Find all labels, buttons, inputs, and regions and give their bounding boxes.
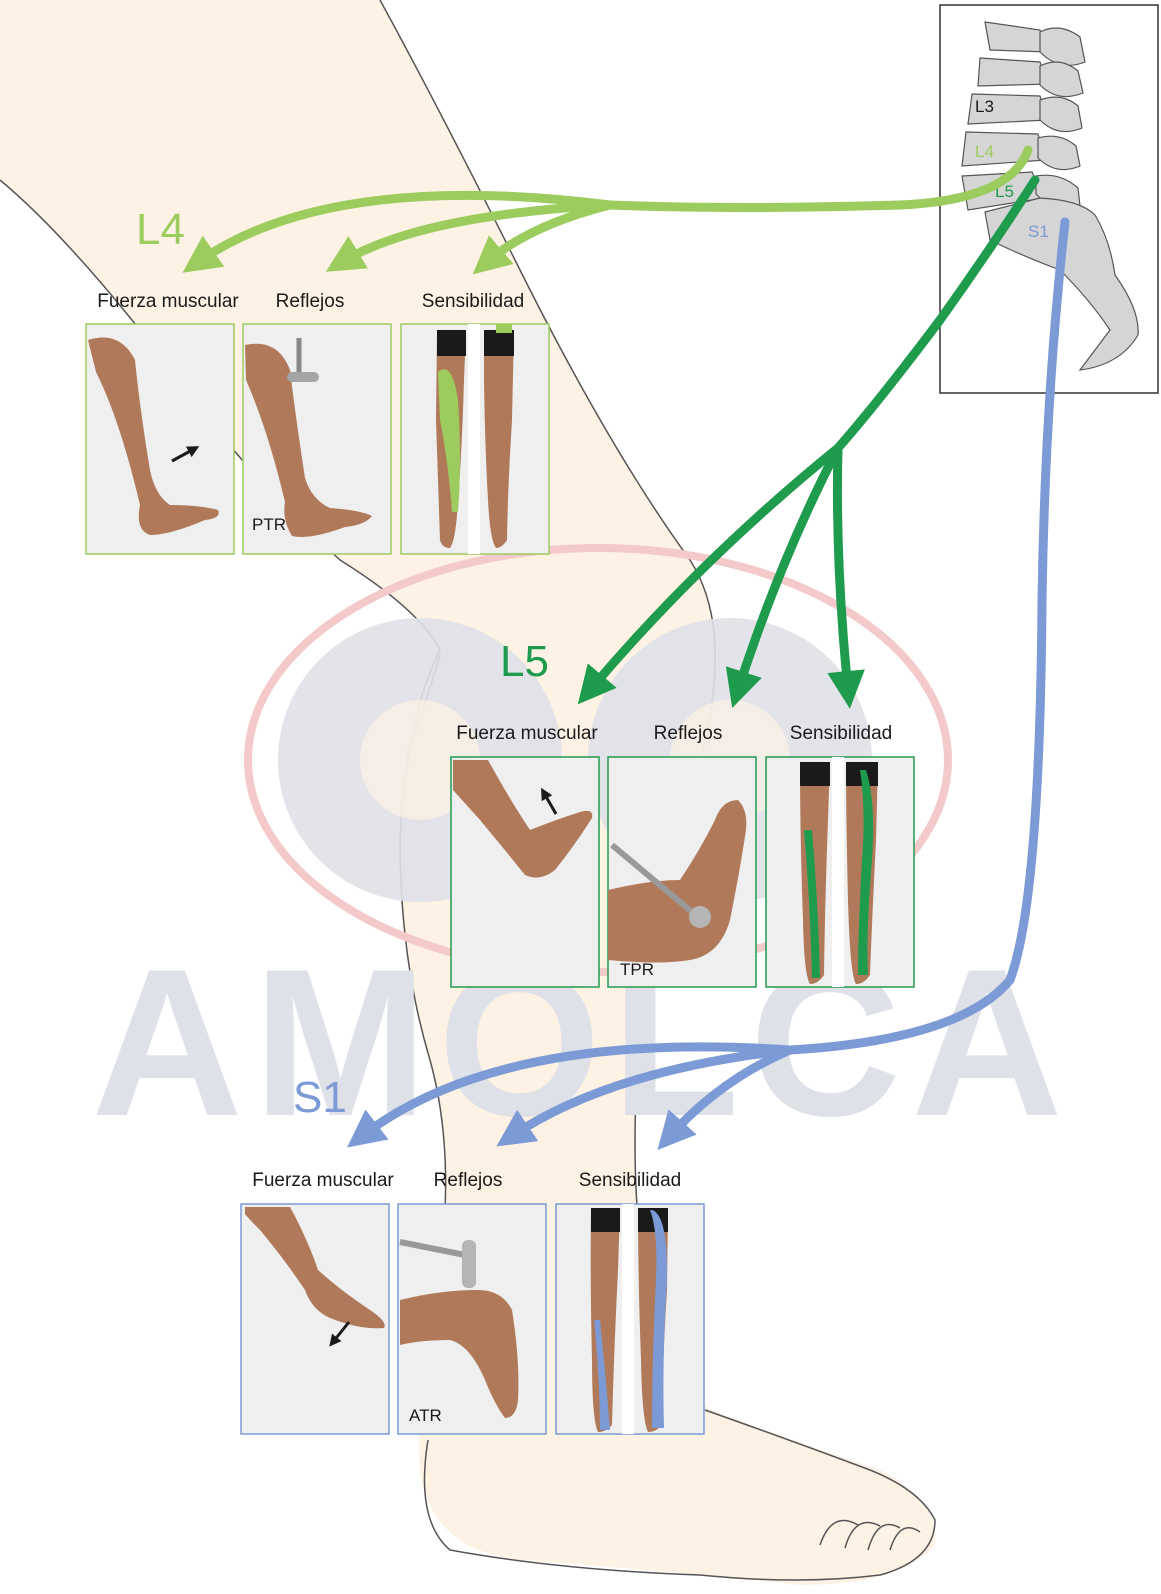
spine-label-s1: S1: [1028, 222, 1049, 241]
spine-label-l3: L3: [975, 97, 994, 116]
s1-sens-underwear-left: [591, 1208, 620, 1232]
l4-fuerza-panel: [86, 324, 234, 554]
l4-sensibilidad-label: Sensibilidad: [422, 291, 524, 312]
l4-reflex-code: PTR: [252, 515, 286, 534]
s1-sens-divider: [622, 1204, 634, 1434]
l4-sensibilidad-panel: [401, 324, 549, 554]
s1-sensibilidad-panel: [556, 1204, 704, 1434]
s1-reflex-code: ATR: [409, 1406, 442, 1425]
l4-sens-underwear-left: [437, 330, 466, 356]
l5-title: L5: [500, 637, 549, 686]
s1-reflejos-panel: ATR: [398, 1204, 546, 1434]
l5-arrow-sensibilidad: [837, 448, 848, 690]
s1-sensibilidad-label: Sensibilidad: [579, 1170, 681, 1191]
l5-fuerza-label: Fuerza muscular: [456, 723, 598, 744]
l5-sensibilidad-label: Sensibilidad: [790, 723, 892, 744]
l4-dermatome-top: [496, 324, 512, 333]
l5-sens-underwear-left: [800, 762, 830, 786]
s1-title: S1: [293, 1073, 347, 1122]
l4-reflejos-label: Reflejos: [276, 291, 345, 312]
l4-reflejos-panel: PTR: [243, 324, 391, 554]
l5-reflex-code: TPR: [620, 960, 654, 979]
l5-fuerza-panel: [451, 757, 599, 987]
l5-reflejos-label: Reflejos: [654, 723, 723, 744]
l4-sens-underwear-right: [484, 330, 514, 356]
l4-fuerza-label: Fuerza muscular: [97, 291, 239, 312]
spine-panel: L3 L4 L5 S1: [940, 5, 1158, 393]
l5-reflejos-panel: TPR: [608, 757, 756, 987]
s1-fuerza-label: Fuerza muscular: [252, 1170, 394, 1191]
l4-title: L4: [136, 205, 185, 254]
s1-reflejos-label: Reflejos: [434, 1170, 503, 1191]
l5-sens-divider: [832, 757, 844, 987]
l4-sens-divider: [468, 324, 480, 554]
s1-fuerza-panel: [241, 1204, 389, 1434]
l5-sensibilidad-panel: [766, 757, 914, 987]
spine-label-l4: L4: [975, 142, 994, 161]
